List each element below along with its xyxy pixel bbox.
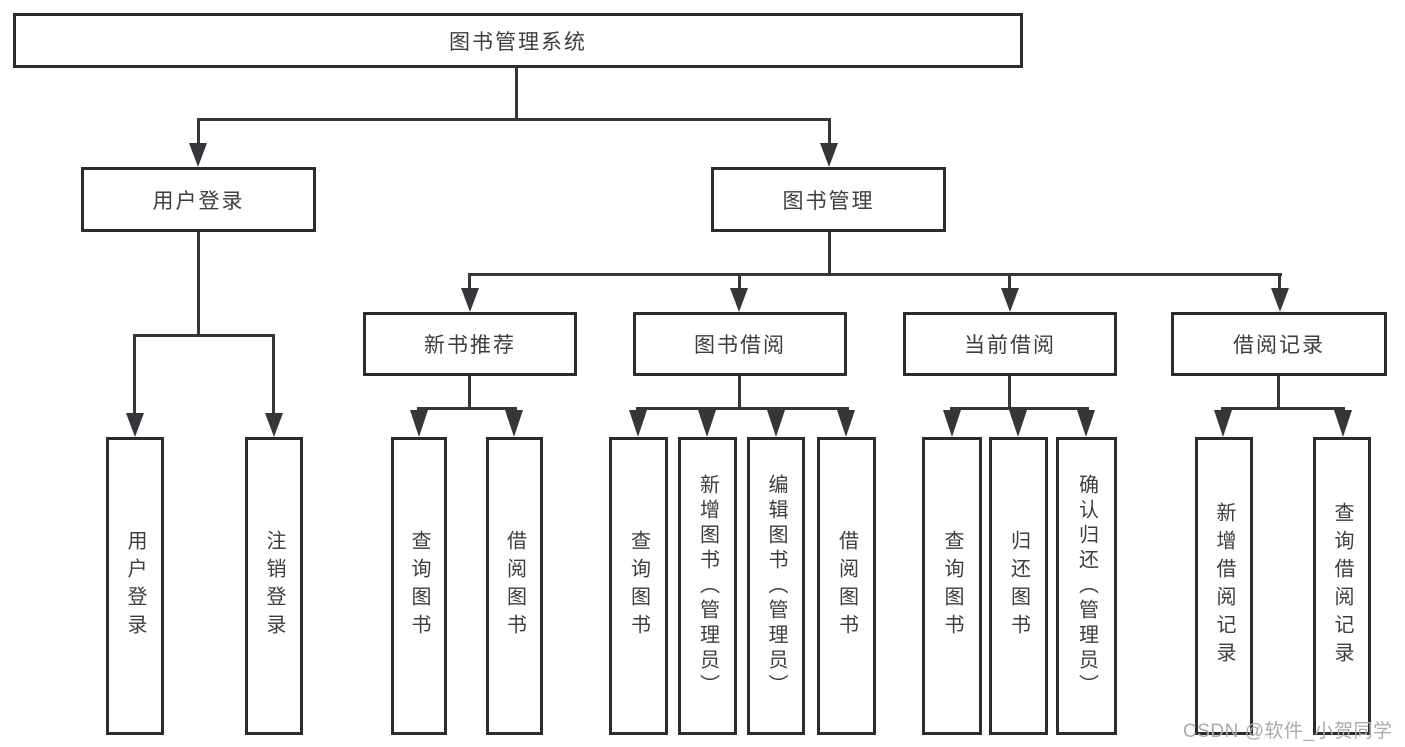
- connector-line: [133, 334, 136, 418]
- csdn-watermark: CSDN @软件_小贺同学: [1183, 721, 1393, 742]
- connector-line: [828, 232, 831, 276]
- arrow-down-icon: [943, 410, 961, 437]
- leaf-return-book: 归还图书: [989, 437, 1048, 735]
- connector-line: [468, 376, 471, 410]
- connector-line: [272, 334, 275, 418]
- connector-line: [197, 118, 831, 121]
- node-label: 图书借阅: [694, 334, 786, 357]
- connector-line: [197, 118, 200, 146]
- node-new-book-recommend: 新书推荐: [363, 312, 577, 376]
- node-book-borrow: 图书借阅: [633, 312, 847, 376]
- node-borrow-records: 借阅记录: [1171, 312, 1387, 376]
- arrow-down-icon: [1009, 410, 1027, 437]
- connector-line: [738, 376, 741, 410]
- arrow-down-icon: [1334, 410, 1352, 437]
- connector-line: [133, 334, 275, 337]
- arrow-down-icon: [767, 410, 785, 437]
- connector-line: [828, 118, 831, 146]
- leaf-query-books-1: 查询图书: [391, 437, 447, 735]
- connector-line: [636, 407, 849, 410]
- arrow-down-icon: [1271, 288, 1289, 312]
- node-label: 当前借阅: [964, 334, 1056, 357]
- connector-line: [950, 407, 1089, 410]
- arrow-down-icon: [730, 288, 748, 312]
- connector-line: [1278, 273, 1281, 290]
- connector-line: [738, 273, 741, 290]
- leaf-user-login: 用户登录: [106, 437, 164, 735]
- arrow-down-icon: [126, 413, 144, 437]
- node-label: 新增借阅记录: [1213, 502, 1235, 670]
- arrow-down-icon: [837, 410, 855, 437]
- connector-line: [1008, 273, 1011, 290]
- arrow-down-icon: [410, 410, 428, 437]
- node-label: 用户登录: [124, 530, 146, 642]
- arrow-down-icon: [505, 410, 523, 437]
- node-label: 新增图书（管理员）: [696, 473, 719, 699]
- node-label: 新书推荐: [424, 334, 516, 357]
- leaf-add-borrow-record: 新增借阅记录: [1195, 437, 1253, 735]
- arrow-down-icon: [698, 410, 716, 437]
- leaf-confirm-return-admin: 确认归还（管理员）: [1056, 437, 1117, 735]
- node-current-borrow: 当前借阅: [903, 312, 1117, 376]
- leaf-logout: 注销登录: [245, 437, 303, 735]
- leaf-query-books-2: 查询图书: [609, 437, 668, 735]
- node-label: 编辑图书（管理员）: [765, 473, 787, 699]
- connector-line: [515, 68, 518, 118]
- node-label: 查询图书: [408, 530, 430, 642]
- node-root: 图书管理系统: [13, 13, 1023, 68]
- node-user-login: 用户登录: [81, 167, 316, 232]
- leaf-borrow-books-1: 借阅图书: [486, 437, 543, 735]
- connector-line: [1008, 376, 1011, 410]
- connector-line: [1221, 407, 1345, 410]
- arrow-down-icon: [1077, 410, 1095, 437]
- node-label: 图书管理: [782, 189, 875, 213]
- node-label: 借阅图书: [835, 530, 858, 642]
- leaf-query-books-3: 查询图书: [922, 437, 982, 735]
- leaf-add-book-admin: 新增图书（管理员）: [678, 437, 737, 735]
- leaf-query-borrow-record: 查询借阅记录: [1313, 437, 1371, 735]
- arrow-down-icon: [1214, 410, 1232, 437]
- arrow-down-icon: [461, 288, 479, 312]
- node-label: 查询图书: [941, 530, 963, 642]
- arrow-down-icon: [1001, 288, 1019, 312]
- node-label: 借阅图书: [503, 530, 526, 642]
- node-label: 确认归还（管理员）: [1075, 473, 1098, 699]
- arrow-down-icon: [820, 143, 838, 167]
- node-label: 借阅记录: [1233, 334, 1325, 357]
- connector-line: [468, 273, 1282, 276]
- connector-line: [1277, 376, 1280, 410]
- node-book-management: 图书管理: [711, 167, 946, 232]
- arrow-down-icon: [629, 410, 647, 437]
- connector-line: [417, 407, 517, 410]
- node-label: 查询借阅记录: [1331, 502, 1353, 670]
- connector-line: [197, 232, 200, 337]
- node-label: 用户登录: [152, 189, 245, 213]
- node-label: 图书管理系统: [449, 30, 587, 54]
- node-label: 查询图书: [627, 530, 650, 642]
- arrow-down-icon: [189, 143, 207, 167]
- leaf-borrow-books-2: 借阅图书: [817, 437, 876, 735]
- leaf-edit-book-admin: 编辑图书（管理员）: [747, 437, 805, 735]
- arrow-down-icon: [265, 413, 283, 437]
- node-label: 归还图书: [1007, 530, 1030, 642]
- node-label: 注销登录: [263, 530, 285, 642]
- connector-line: [468, 273, 471, 290]
